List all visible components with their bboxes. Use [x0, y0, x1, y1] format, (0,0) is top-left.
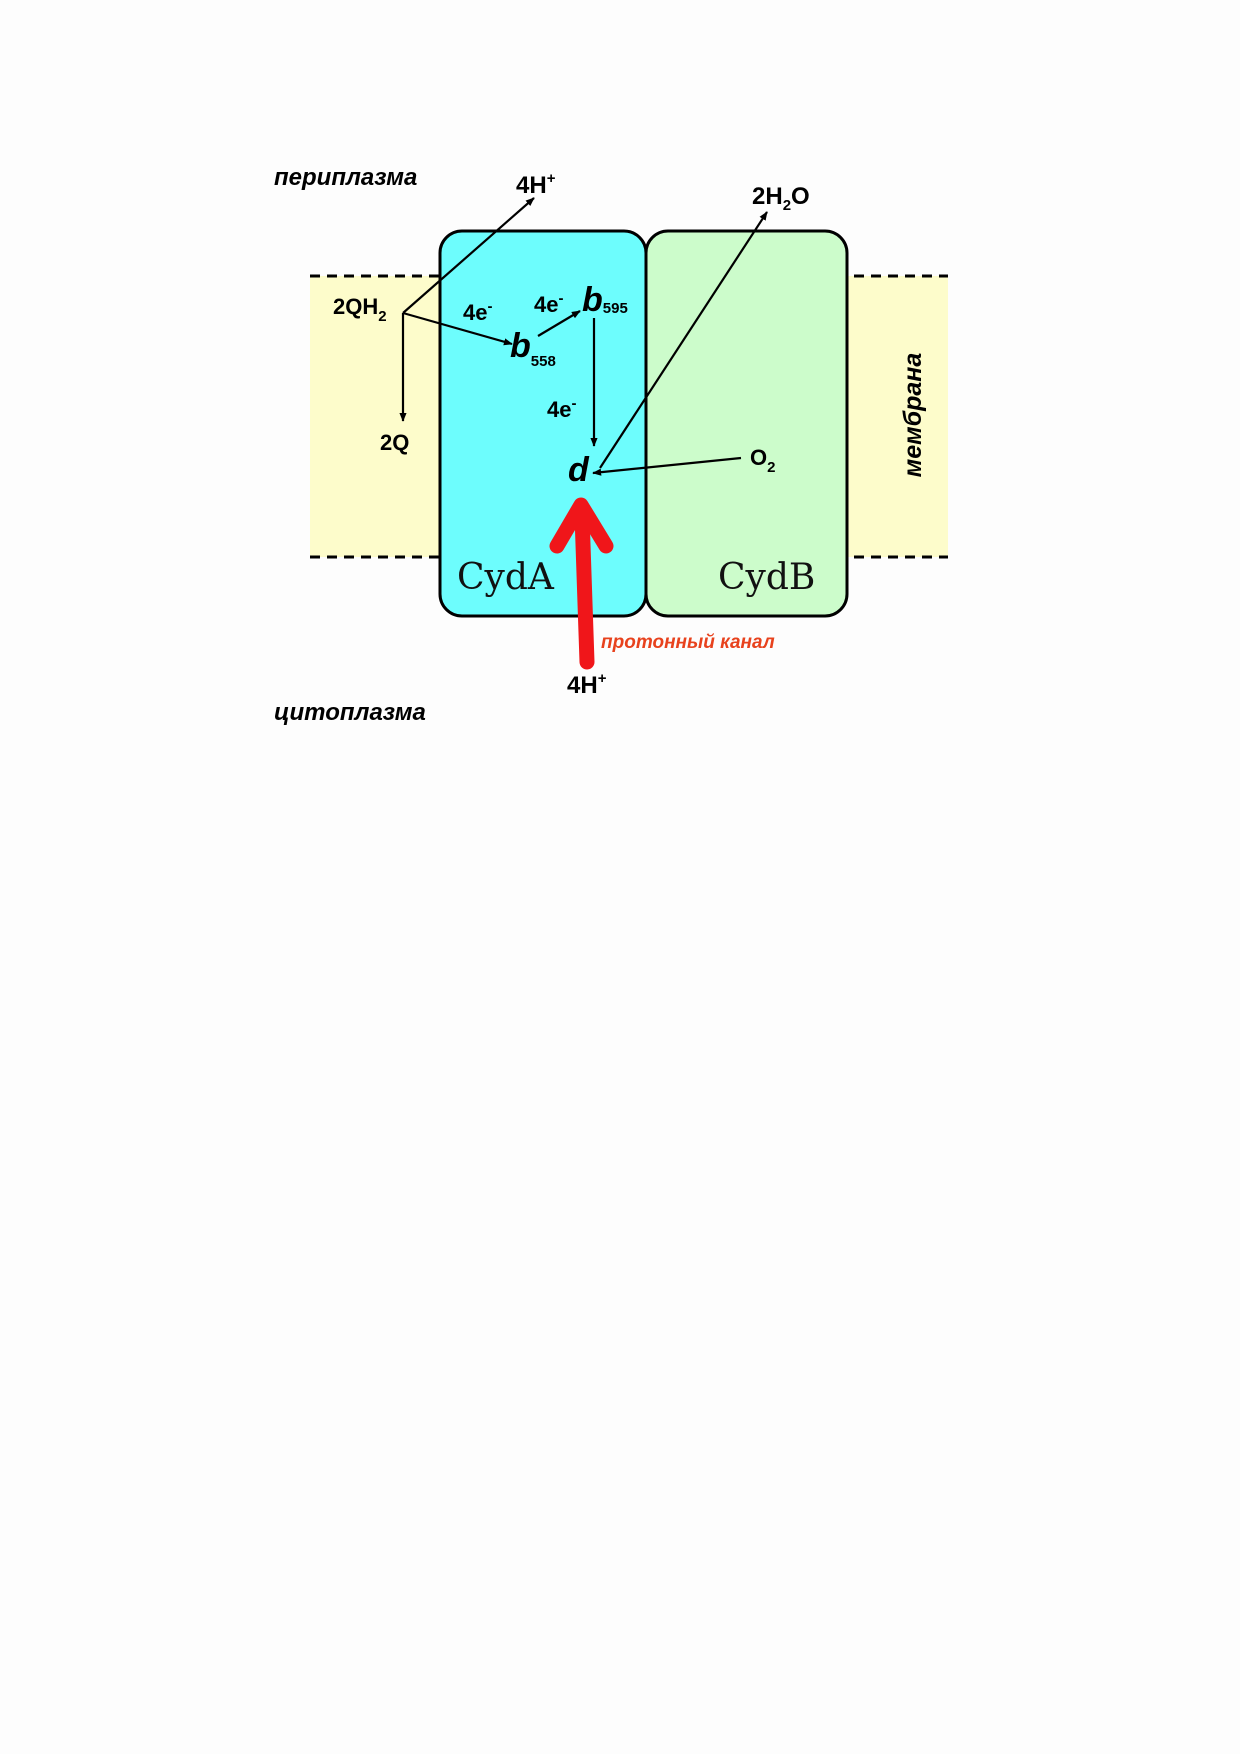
membrane-label: мембрана	[899, 353, 927, 478]
heme-b558-label: b558	[510, 327, 556, 370]
quinol-label: 2QH2	[333, 294, 387, 325]
cytoplasm-label: цитоплазма	[274, 699, 426, 726]
electron-label-2: 4e-	[534, 290, 563, 317]
arrow-oxygen-to-d	[592, 456, 742, 476]
proton-channel-arrow-head	[549, 497, 614, 554]
arrow-quinol-to-protons	[402, 197, 535, 314]
arrow-b558-to-b595	[537, 310, 581, 337]
electron-label-3: 4e-	[547, 395, 576, 422]
proton-channel-label: протонный канал	[601, 632, 775, 653]
cydb-label: CydB	[718, 557, 815, 598]
proton-channel-arrow-shaft	[574, 507, 595, 670]
electron-label-1: 4e-	[463, 298, 492, 325]
water-label: 2H2O	[752, 183, 810, 214]
protons-cytoplasm-label: 4H+	[567, 670, 607, 699]
oxygen-label: O2	[750, 445, 775, 476]
arrow-d-to-water	[599, 211, 768, 469]
heme-b595-label: b595	[582, 281, 628, 319]
cydb-subunit	[644, 229, 849, 618]
quinone-label: 2Q	[380, 430, 409, 455]
periplasm-label: периплазма	[274, 164, 417, 191]
arrow-quinol-to-b558	[402, 311, 513, 346]
cyda-label: CydA	[457, 557, 555, 598]
heme-d-label: d	[568, 451, 590, 489]
protons-periplasm-label: 4H+	[516, 170, 556, 199]
